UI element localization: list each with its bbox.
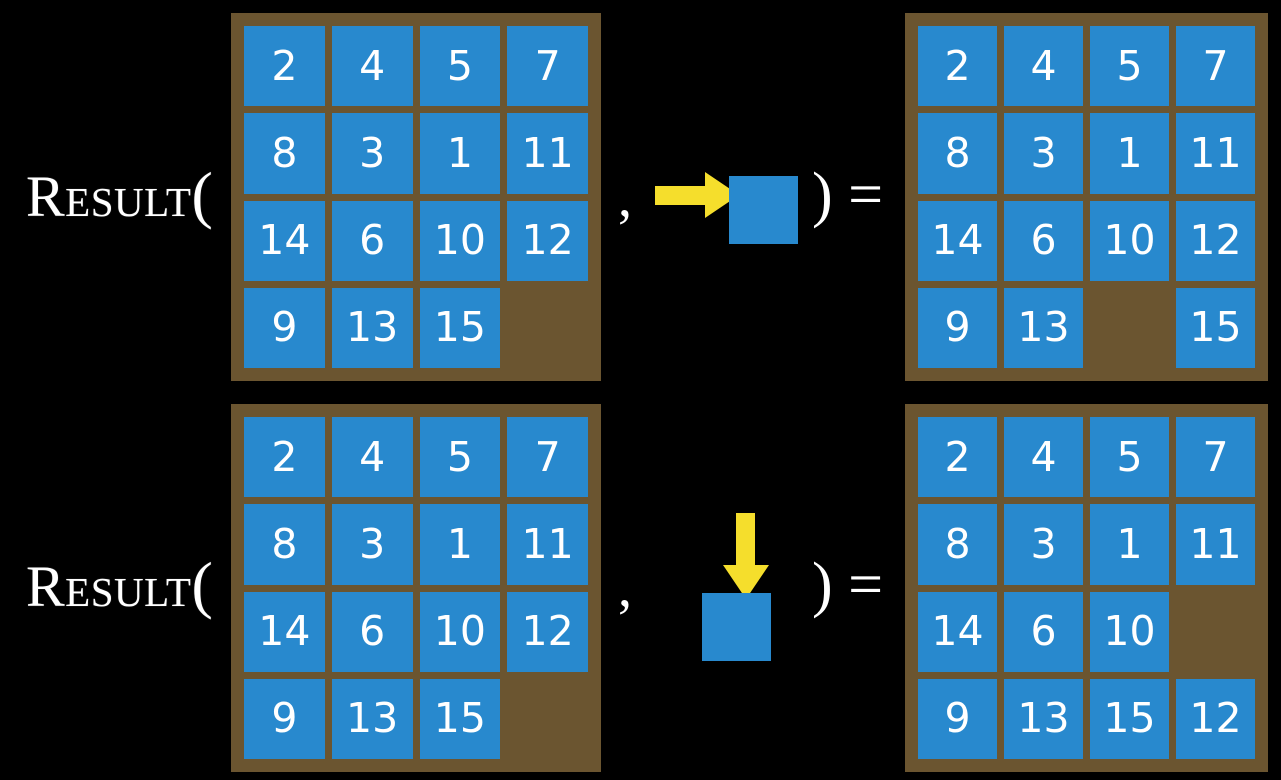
arrow-shaft (655, 186, 713, 205)
tile[interactable]: 15 (1090, 678, 1169, 759)
input-board-row-1: 2 4 5 7 8 3 1 11 14 6 10 12 9 13 15 (231, 13, 601, 381)
tile[interactable]: 3 (331, 504, 413, 585)
tile[interactable]: 3 (1004, 504, 1083, 585)
output-board-row-2: 2 4 5 7 8 3 1 11 14 6 10 9 13 15 12 (905, 404, 1268, 772)
tile[interactable]: 8 (244, 113, 325, 194)
tile[interactable]: 1 (1090, 113, 1169, 194)
tile[interactable]: 11 (507, 113, 588, 194)
output-board-row-1: 2 4 5 7 8 3 1 11 14 6 10 12 9 13 15 (905, 13, 1268, 381)
tile[interactable]: 14 (918, 200, 997, 281)
tile[interactable]: 4 (1004, 417, 1083, 498)
tile[interactable]: 14 (244, 591, 325, 672)
tile[interactable]: 10 (419, 200, 501, 281)
tile[interactable]: 12 (1176, 678, 1255, 759)
tile[interactable]: 4 (1004, 26, 1083, 107)
result-label-row-2: Result( (26, 553, 213, 617)
tile[interactable]: 11 (1176, 113, 1255, 194)
tile[interactable]: 2 (918, 26, 997, 107)
close-paren-equals-row-1: ) = (812, 161, 884, 229)
tile[interactable]: 13 (1004, 287, 1083, 368)
tile[interactable]: 11 (507, 504, 588, 585)
tile[interactable]: 14 (918, 591, 997, 672)
tile[interactable]: 5 (1090, 417, 1169, 498)
tile[interactable]: 12 (507, 591, 588, 672)
tile[interactable]: 6 (1004, 200, 1083, 281)
tile[interactable]: 3 (1004, 113, 1083, 194)
comma-row-2: , (618, 556, 632, 619)
open-paren-row-2: ( (191, 549, 214, 620)
move-tile-row-2[interactable] (702, 593, 771, 661)
result-word-row-2: Result (26, 554, 192, 619)
empty-slot[interactable] (1090, 288, 1169, 368)
arrow-down-icon (723, 513, 769, 599)
tile[interactable]: 11 (1176, 504, 1255, 585)
tile[interactable]: 8 (918, 504, 997, 585)
tile[interactable]: 6 (331, 200, 413, 281)
tile[interactable]: 8 (918, 113, 997, 194)
close-paren-equals-row-2: ) = (812, 551, 884, 619)
tile[interactable]: 13 (331, 678, 413, 759)
equation-row-2: Result( 2 4 5 7 8 3 1 11 14 6 10 12 9 13… (0, 390, 1281, 780)
equation-row-1: Result( 2 4 5 7 8 3 1 11 14 6 10 12 9 13… (26, 0, 1268, 390)
input-board-row-2: 2 4 5 7 8 3 1 11 14 6 10 12 9 13 15 (231, 404, 601, 772)
result-label-row-1: Result( (26, 163, 213, 227)
empty-slot[interactable] (507, 679, 588, 759)
tile[interactable]: 5 (419, 26, 501, 107)
tile[interactable]: 12 (507, 200, 588, 281)
tile[interactable]: 12 (1176, 200, 1255, 281)
tile[interactable]: 2 (244, 417, 325, 498)
tile[interactable]: 8 (244, 504, 325, 585)
tile[interactable]: 5 (1090, 26, 1169, 107)
tile[interactable]: 6 (1004, 591, 1083, 672)
move-glyph-row-1 (610, 0, 890, 390)
tile[interactable]: 7 (1176, 26, 1255, 107)
tile[interactable]: 2 (918, 417, 997, 498)
tile[interactable]: 9 (918, 678, 997, 759)
tile[interactable]: 9 (244, 678, 325, 759)
tile[interactable]: 1 (419, 113, 501, 194)
tile[interactable]: 10 (1090, 591, 1169, 672)
tile[interactable]: 13 (1004, 678, 1083, 759)
empty-slot[interactable] (1176, 592, 1255, 672)
tile[interactable]: 4 (331, 26, 413, 107)
move-tile-row-1[interactable] (729, 176, 798, 244)
tile[interactable]: 6 (331, 591, 413, 672)
tile[interactable]: 3 (331, 113, 413, 194)
tile[interactable]: 1 (419, 504, 501, 585)
tile[interactable]: 10 (419, 591, 501, 672)
tile[interactable]: 7 (507, 417, 588, 498)
tile[interactable]: 1 (1090, 504, 1169, 585)
tile[interactable]: 4 (331, 417, 413, 498)
tile[interactable]: 14 (244, 200, 325, 281)
tile[interactable]: 15 (1176, 287, 1255, 368)
tile[interactable]: 10 (1090, 200, 1169, 281)
arrow-shaft (736, 513, 755, 573)
arrow-right-icon (655, 172, 739, 218)
comma-row-1: , (618, 166, 632, 229)
tile[interactable]: 15 (419, 678, 501, 759)
tile[interactable]: 9 (244, 287, 325, 368)
tile[interactable]: 7 (507, 26, 588, 107)
move-glyph-row-2 (610, 390, 890, 780)
tile[interactable]: 9 (918, 287, 997, 368)
tile[interactable]: 13 (331, 287, 413, 368)
empty-slot[interactable] (507, 288, 588, 368)
result-word-row-1: Result (26, 164, 192, 229)
tile[interactable]: 5 (419, 417, 501, 498)
open-paren-row-1: ( (191, 159, 214, 230)
tile[interactable]: 2 (244, 26, 325, 107)
tile[interactable]: 7 (1176, 417, 1255, 498)
tile[interactable]: 15 (419, 287, 501, 368)
